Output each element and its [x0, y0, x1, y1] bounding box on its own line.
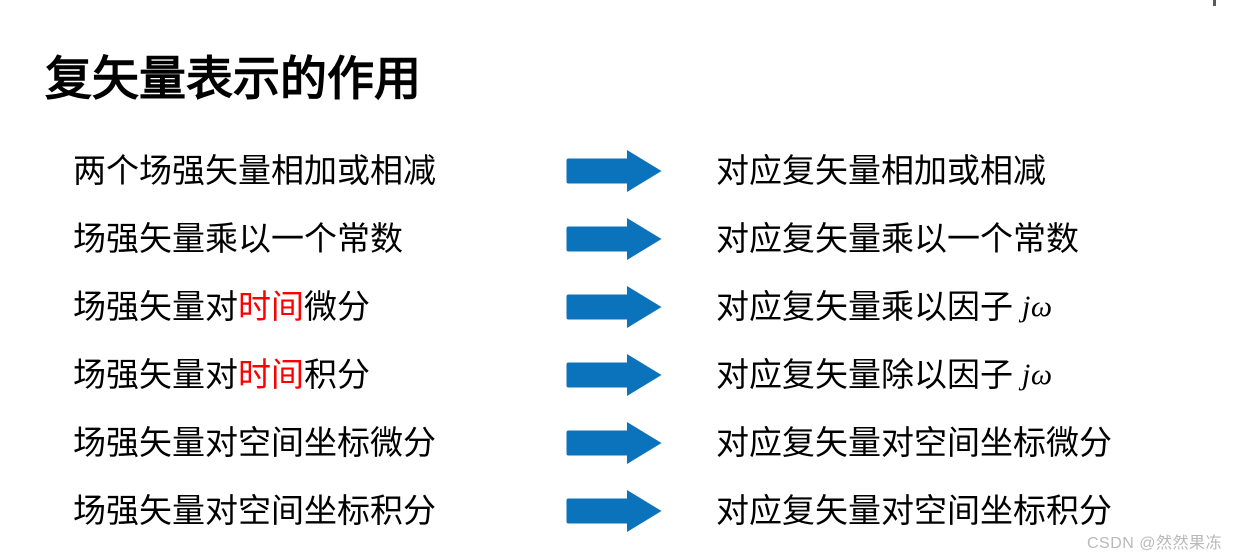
row-left-text: 两个场强矢量相加或相减	[73, 137, 436, 205]
left-prefix: 两个场强矢量相加或相减	[73, 152, 436, 189]
right-label: 对应复矢量对空间坐标积分	[716, 492, 1112, 529]
row-arrow	[565, 137, 665, 205]
right-block-arrow-icon	[566, 286, 662, 328]
row-left-text: 场强矢量对时间积分	[73, 341, 370, 409]
row-right-text: 对应复矢量相加或相减	[716, 137, 1055, 205]
csdn-watermark: CSDN @然然果冻	[1086, 535, 1222, 552]
right-block-arrow-icon	[566, 354, 662, 396]
left-prefix: 场强矢量对空间坐标积分	[73, 492, 436, 529]
row-arrow	[565, 409, 665, 477]
right-math: jω	[1022, 358, 1053, 391]
table-row: 两个场强矢量相加或相减 对应复矢量相加或相减	[0, 137, 1238, 205]
row-right-text: 对应复矢量乘以一个常数	[716, 205, 1088, 273]
row-left-text: 场强矢量对空间坐标微分	[73, 409, 436, 477]
right-math: jω	[1022, 290, 1053, 323]
right-label: 对应复矢量乘以因子	[716, 288, 1013, 325]
row-right-text: 对应复矢量对空间坐标微分	[716, 409, 1121, 477]
row-right-text: 对应复矢量乘以因子 jω	[716, 273, 1053, 341]
left-suffix: 积分	[304, 356, 370, 393]
right-block-arrow-icon	[566, 150, 662, 192]
table-row: 场强矢量对空间坐标微分 对应复矢量对空间坐标微分	[0, 409, 1238, 477]
right-label: 对应复矢量对空间坐标微分	[716, 424, 1112, 461]
mapping-table: 两个场强矢量相加或相减 对应复矢量相加或相减 场强矢量乘以一个常数	[0, 137, 1238, 545]
left-highlight: 时间	[238, 356, 304, 393]
row-left-text: 场强矢量对时间微分	[73, 273, 370, 341]
page-title: 复矢量表示的作用	[45, 52, 421, 106]
edge-artifact-mark	[1213, 0, 1216, 6]
row-left-text: 场强矢量乘以一个常数	[73, 205, 403, 273]
right-block-arrow-icon	[566, 218, 662, 260]
row-right-text: 对应复矢量对空间坐标积分	[716, 477, 1121, 545]
row-left-text: 场强矢量对空间坐标积分	[73, 477, 436, 545]
table-row: 场强矢量对时间积分 对应复矢量除以因子 jω	[0, 341, 1238, 409]
row-arrow	[565, 477, 665, 545]
left-prefix: 场强矢量对	[73, 356, 238, 393]
left-prefix: 场强矢量乘以一个常数	[73, 220, 403, 257]
table-row: 场强矢量对空间坐标积分 对应复矢量对空间坐标积分	[0, 477, 1238, 545]
left-prefix: 场强矢量对空间坐标微分	[73, 424, 436, 461]
left-highlight: 时间	[238, 288, 304, 325]
row-arrow	[565, 205, 665, 273]
right-block-arrow-icon	[566, 490, 662, 532]
row-arrow	[565, 273, 665, 341]
table-row: 场强矢量乘以一个常数 对应复矢量乘以一个常数	[0, 205, 1238, 273]
right-label: 对应复矢量乘以一个常数	[716, 220, 1079, 257]
right-label: 对应复矢量相加或相减	[716, 152, 1046, 189]
right-label: 对应复矢量除以因子	[716, 356, 1013, 393]
left-suffix: 微分	[304, 288, 370, 325]
left-prefix: 场强矢量对	[73, 288, 238, 325]
row-right-text: 对应复矢量除以因子 jω	[716, 341, 1053, 409]
row-arrow	[565, 341, 665, 409]
table-row: 场强矢量对时间微分 对应复矢量乘以因子 jω	[0, 273, 1238, 341]
right-block-arrow-icon	[566, 422, 662, 464]
